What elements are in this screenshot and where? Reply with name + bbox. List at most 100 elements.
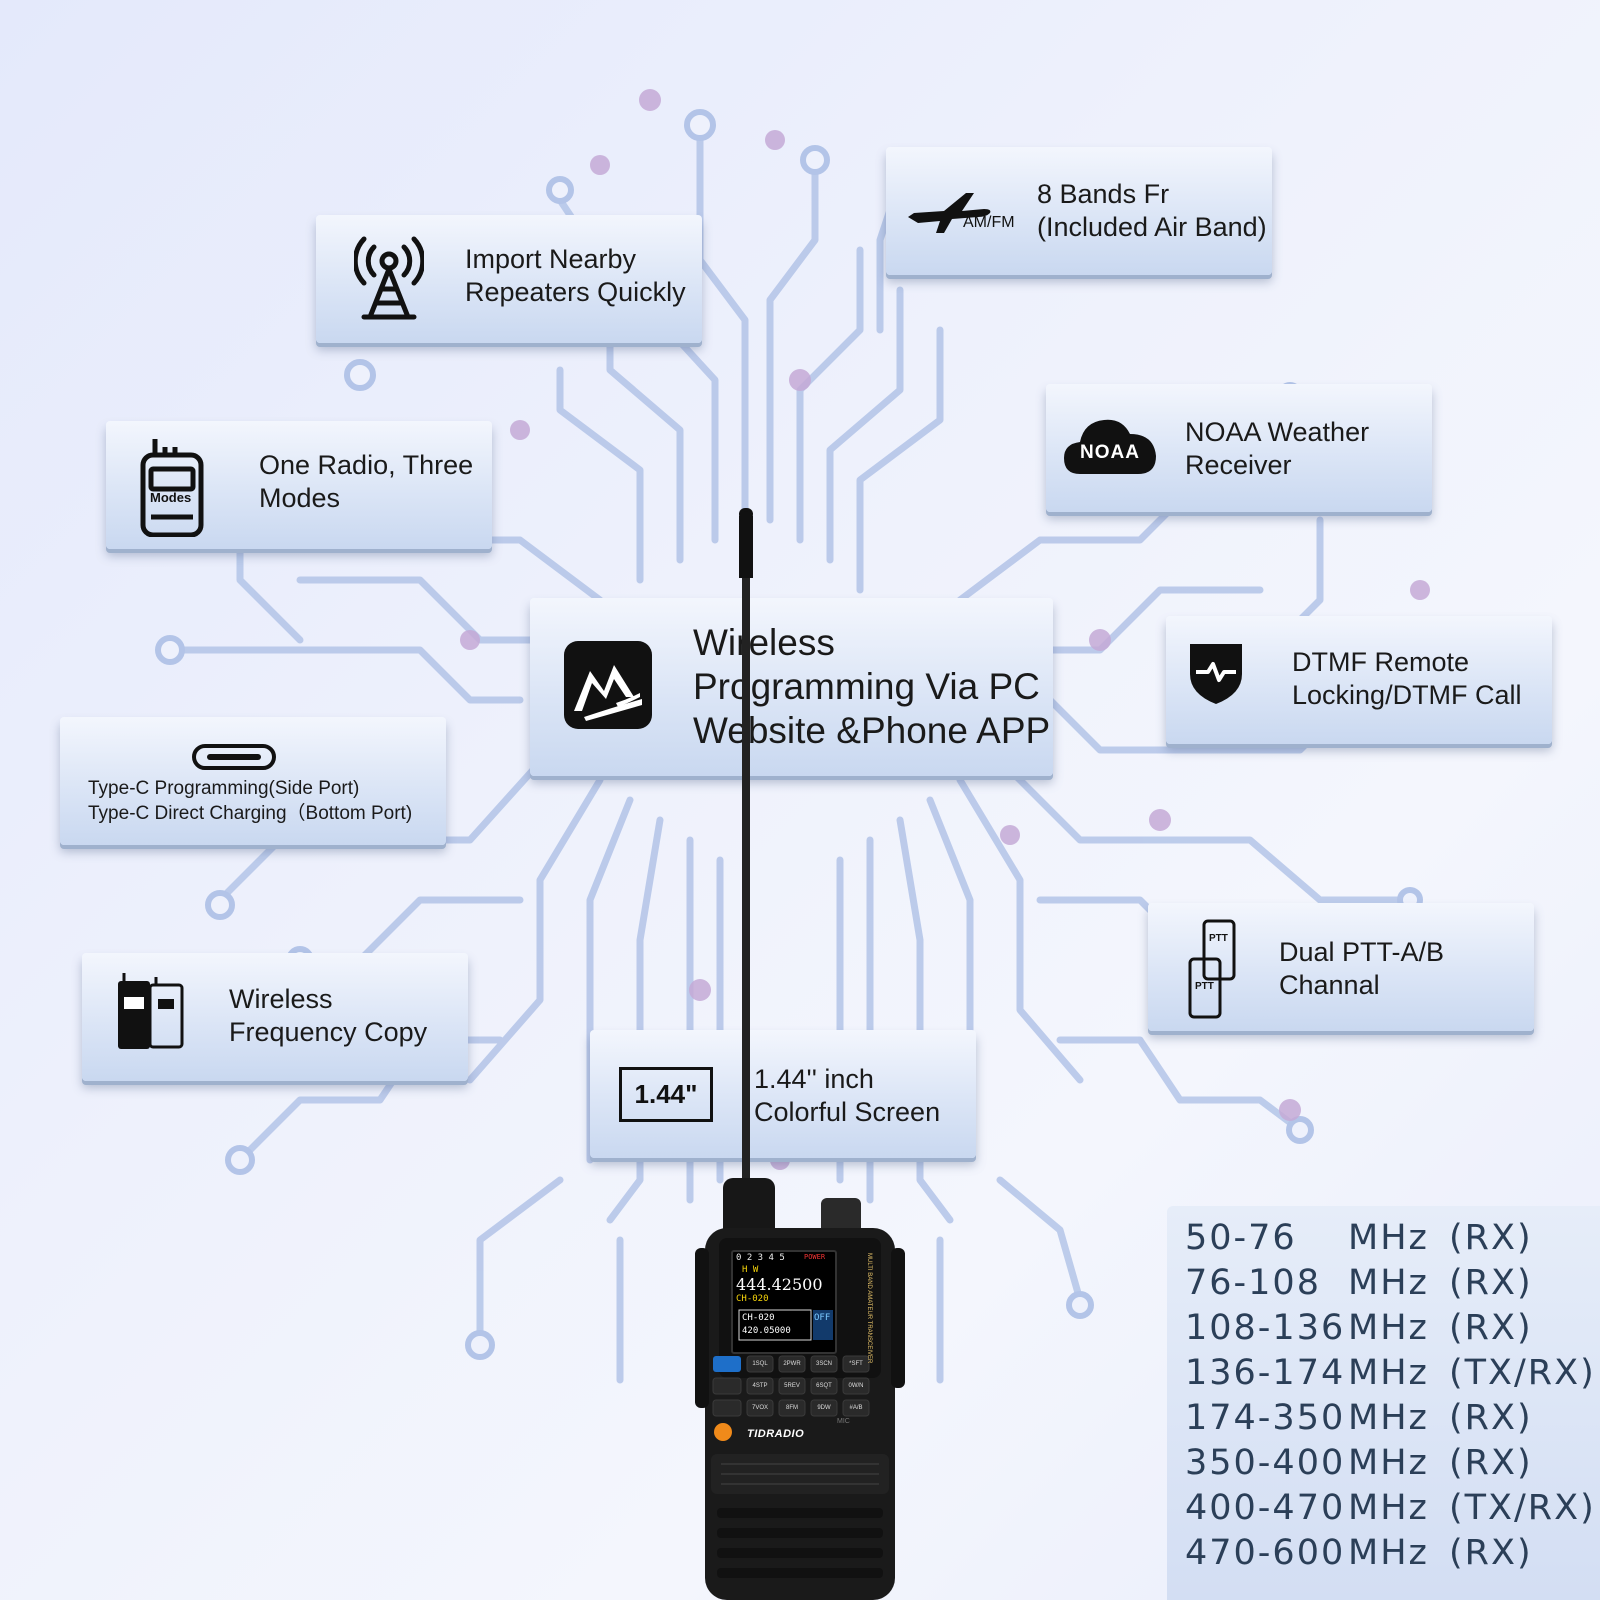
- frequency-range: 50-76: [1185, 1218, 1297, 1258]
- feature-card-repeaters: Import Nearby Repeaters Quickly: [316, 215, 702, 343]
- feature-text-line: One Radio, Three: [259, 450, 474, 480]
- feature-text-line: Wireless: [229, 984, 333, 1014]
- radio-key: 3SCN: [815, 1361, 832, 1367]
- feature-text-line: Repeaters Quickly: [465, 277, 686, 307]
- feature-text-line: Channal: [1279, 970, 1380, 1000]
- screen-freq-a: 444.42500: [736, 1275, 823, 1294]
- frequency-unit: MHz: [1348, 1263, 1429, 1303]
- feature-text-line: Programming Via PC: [693, 666, 1040, 707]
- usb-type-c-icon: [192, 744, 276, 770]
- am-fm-label: AM/FM: [963, 214, 1015, 231]
- frequency-mode: (RX): [1449, 1308, 1533, 1348]
- feature-text-line: Colorful Screen: [754, 1097, 941, 1127]
- feature-card-frequency-copy: Wireless Frequency Copy: [82, 953, 468, 1081]
- screen-flags: H W: [742, 1265, 759, 1275]
- ptt-label-top: PTT: [1209, 933, 1228, 944]
- feature-card-dual-ptt: PTT PTT Dual PTT-A/B Channal: [1148, 903, 1534, 1031]
- radio-key: 2PWR: [783, 1361, 801, 1367]
- screen-ch-a: CH-020: [736, 1294, 769, 1304]
- feature-text-line: 1.44'' inch: [754, 1064, 874, 1094]
- radio-screen: 0 2 3 4 5 POWER H W 444.42500 CH-020 CH-…: [734, 1253, 834, 1351]
- radio-key: 4STP: [752, 1383, 768, 1389]
- radio-brand-logo: TIDRADIO: [747, 1428, 805, 1440]
- frequency-mode: (RX): [1449, 1218, 1533, 1258]
- feature-card-noaa: NOAA NOAA Weather Receiver: [1046, 384, 1432, 512]
- walkie-talkie-modes-icon: [140, 439, 204, 537]
- frequency-mode: (TX/RX): [1449, 1353, 1596, 1393]
- modes-label: Modes: [150, 490, 192, 505]
- feature-card-modes: Modes One Radio, Three Modes: [106, 421, 492, 549]
- frequency-range: 400-470: [1185, 1488, 1346, 1528]
- feature-text-line: Modes: [259, 483, 341, 513]
- shield-pulse-icon: [1190, 644, 1242, 704]
- radio-body-illustration: [695, 508, 905, 1600]
- feature-text-line: (Included Air Band): [1037, 212, 1267, 242]
- screen-size-badge: 1.44": [619, 1067, 713, 1122]
- frequency-unit: MHz: [1348, 1353, 1429, 1393]
- radio-key: 0W/N: [848, 1383, 864, 1389]
- radio-side-label: MULTI BAND AMATEUR TRANSCEIVER: [866, 1253, 872, 1364]
- noaa-label: NOAA: [1080, 442, 1140, 463]
- frequency-mode: (TX/RX): [1449, 1488, 1596, 1528]
- frequency-range: 350-400: [1185, 1443, 1346, 1483]
- frequency-range: 136-174: [1185, 1353, 1346, 1393]
- frequency-unit: MHz: [1348, 1443, 1429, 1483]
- screen-channels: 0 2 3 4 5: [736, 1253, 785, 1263]
- feature-card-wireless-programming: Wireless Programming Via PC Website &Pho…: [530, 598, 1053, 776]
- radio-key: 9DW: [817, 1405, 831, 1411]
- radio-key: 5REV: [784, 1383, 800, 1389]
- feature-text-line: Dual PTT-A/B: [1279, 937, 1445, 967]
- frequency-row: 76-108 MHz (RX): [1185, 1261, 1600, 1306]
- radio-key: 1SQL: [752, 1361, 768, 1367]
- antenna-tower-icon: [354, 236, 424, 320]
- feature-text-line: Receiver: [1185, 450, 1292, 480]
- feature-text-line: Import Nearby: [465, 244, 637, 274]
- feature-card-screen: 1.44" 1.44'' inch Colorful Screen: [590, 1030, 976, 1158]
- frequency-unit: MHz: [1348, 1533, 1429, 1573]
- frequency-mode: (RX): [1449, 1443, 1533, 1483]
- feature-text-line: DTMF Remote: [1292, 647, 1470, 677]
- radio-key: 8FM: [786, 1405, 798, 1411]
- feature-text-line: Website &Phone APP: [693, 710, 1051, 751]
- frequency-unit: MHz: [1348, 1308, 1429, 1348]
- feature-text-line: Type-C Programming(Side Port): [88, 778, 360, 799]
- frequency-row: 50-76 MHz (RX): [1185, 1216, 1600, 1261]
- two-radios-icon: [118, 973, 184, 1049]
- screen-power: POWER: [804, 1253, 826, 1261]
- feature-text-line: Wireless: [693, 622, 835, 663]
- feature-text-line: Type-C Direct Charging（Bottom Port): [88, 803, 413, 824]
- feature-card-dtmf: DTMF Remote Locking/DTMF Call: [1166, 616, 1552, 744]
- frequency-unit: MHz: [1348, 1218, 1429, 1258]
- frequency-unit: MHz: [1348, 1488, 1429, 1528]
- feature-card-typec: Type-C Programming(Side Port) Type-C Dir…: [60, 717, 446, 845]
- feature-card-bands: AM/FM 8 Bands Fr (Included Air Band): [886, 147, 1272, 275]
- frequency-mode: (RX): [1449, 1533, 1533, 1573]
- frequency-range: 470-600: [1185, 1533, 1346, 1573]
- feature-text-line: 8 Bands Fr: [1037, 179, 1170, 209]
- frequency-range: 174-350: [1185, 1398, 1346, 1438]
- frequency-unit: MHz: [1348, 1398, 1429, 1438]
- frequency-range: 76-108: [1185, 1263, 1321, 1303]
- radio-device: 0 2 3 4 5 POWER H W 444.42500 CH-020 CH-…: [695, 508, 915, 1600]
- screen-size-label: 1.44": [634, 1079, 698, 1109]
- app-logo-icon: [564, 641, 652, 729]
- screen-freq-b: 420.05000: [742, 1326, 791, 1336]
- feature-text-line: NOAA Weather: [1185, 417, 1370, 447]
- frequency-range: 108-136: [1185, 1308, 1346, 1348]
- feature-text-line: Locking/DTMF Call: [1292, 680, 1522, 710]
- screen-ch-b: CH-020: [742, 1313, 775, 1323]
- ptt-label-bottom: PTT: [1195, 981, 1214, 992]
- noaa-cloud-icon: [1064, 419, 1156, 474]
- frequency-mode: (RX): [1449, 1263, 1533, 1303]
- screen-status: OFF: [814, 1313, 831, 1323]
- radio-key: 6SQT: [816, 1383, 832, 1389]
- radio-mic-label: MIC: [837, 1418, 850, 1425]
- radio-key: 7VOX: [751, 1405, 768, 1411]
